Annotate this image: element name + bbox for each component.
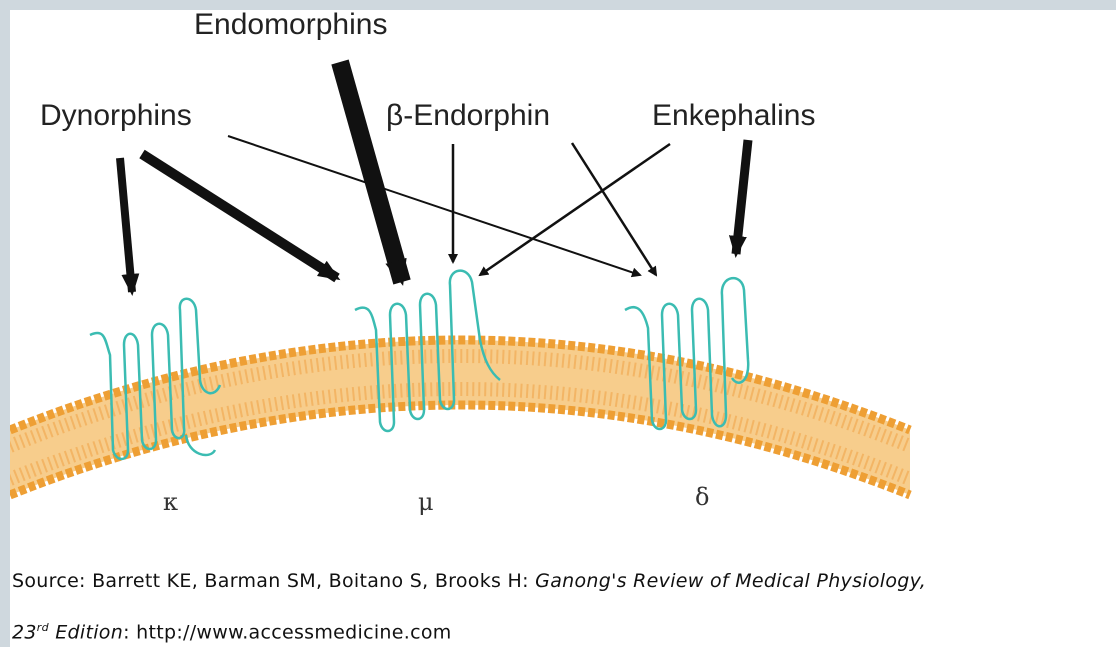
source-book-title: Ganong's Review of Medical Physiology, bbox=[535, 570, 926, 592]
label-dynorphins: Dynorphins bbox=[40, 99, 192, 132]
arrow-dynorphins-delta bbox=[228, 136, 640, 275]
cell-membrane bbox=[10, 340, 910, 495]
arrow-dynorphins-mu bbox=[142, 154, 337, 278]
label-enkephalins: Enkephalins bbox=[652, 99, 815, 132]
arrow-endomorphins-mu bbox=[340, 62, 402, 282]
source-prefix: Source: Barrett KE, Barman SM, Boitano S… bbox=[12, 570, 535, 592]
edition-suffix: rd bbox=[37, 621, 49, 634]
edition-word: Edition bbox=[49, 621, 123, 643]
opioid-receptor-diagram: Endomorphins Dynorphins β-Endorphin Enke… bbox=[10, 10, 1116, 555]
label-kappa: κ bbox=[163, 488, 178, 516]
binding-arrows bbox=[120, 62, 748, 292]
label-delta: δ bbox=[695, 483, 709, 511]
label-beta-endorphin: β-Endorphin bbox=[386, 99, 550, 132]
figure-panel: Endomorphins Dynorphins β-Endorphin Enke… bbox=[10, 10, 1116, 647]
arrow-enkephalins-mu bbox=[480, 144, 670, 275]
source-citation: Source: Barrett KE, Barman SM, Boitano S… bbox=[12, 570, 926, 592]
source-url: : http://www.accessmedicine.com bbox=[123, 621, 452, 643]
arrow-enkephalins-delta bbox=[736, 140, 748, 254]
label-endomorphins: Endomorphins bbox=[194, 10, 387, 41]
edition-number: 23 bbox=[12, 621, 37, 643]
label-mu: μ bbox=[418, 488, 434, 516]
arrow-dynorphins-kappa bbox=[120, 158, 132, 292]
source-edition-line: 23rd Edition: http://www.accessmedicine.… bbox=[12, 621, 452, 643]
